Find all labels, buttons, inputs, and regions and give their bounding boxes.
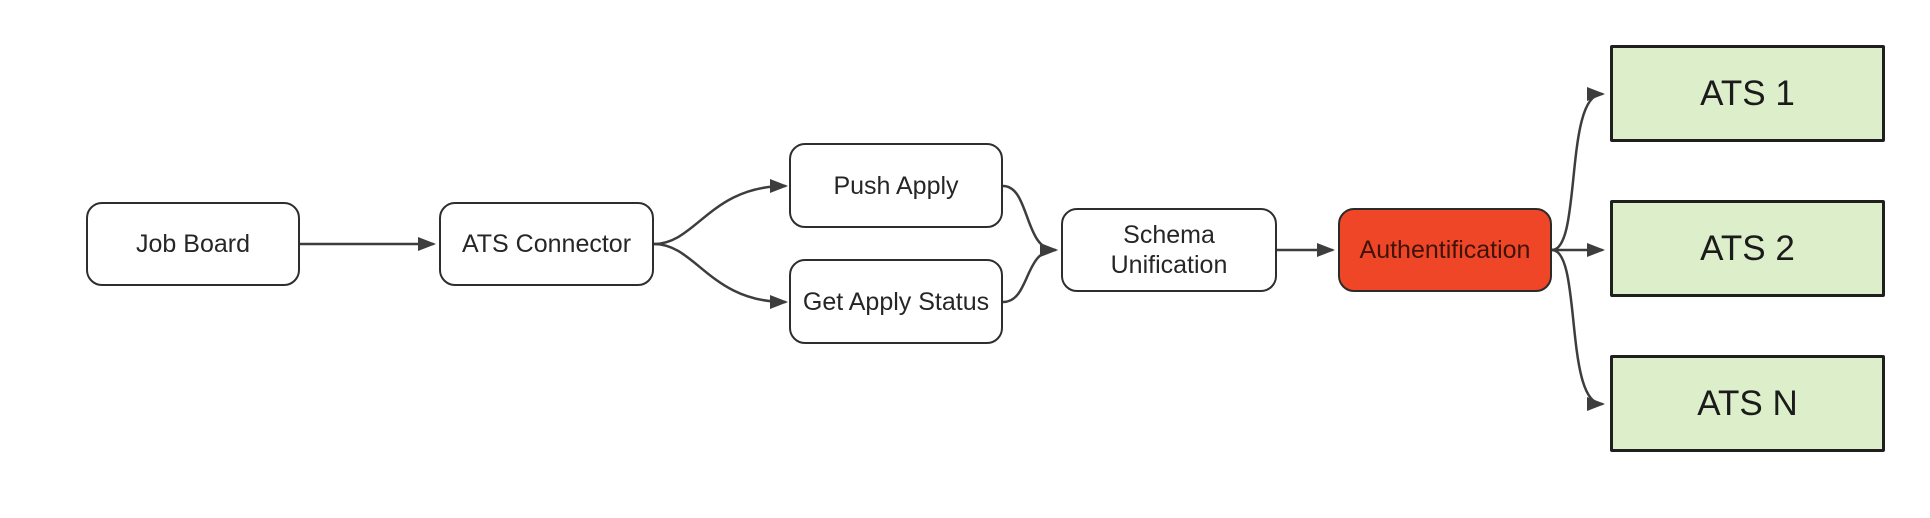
node-ats-2-label: ATS 2 xyxy=(1700,228,1795,268)
edge-ats-connector-to-push-apply xyxy=(652,179,788,246)
edge-authentification-to-ats1 xyxy=(1550,87,1605,252)
edge-ats-connector-to-get-apply-status xyxy=(652,242,788,309)
node-ats-n: ATS N xyxy=(1610,355,1885,452)
edge-push-apply-to-schema-unification xyxy=(1001,184,1058,257)
node-ats-n-label: ATS N xyxy=(1697,383,1798,423)
node-job-board: Job Board xyxy=(86,202,300,286)
node-schema-unification-label-line2: Unification xyxy=(1110,251,1228,279)
node-ats-1: ATS 1 xyxy=(1610,45,1885,142)
edge-get-apply-status-to-schema-unification xyxy=(1001,243,1058,304)
node-ats-2: ATS 2 xyxy=(1610,200,1885,297)
node-schema-unification: Schema Unification xyxy=(1061,208,1277,292)
node-get-apply-status-label: Get Apply Status xyxy=(802,287,990,316)
node-ats-1-label: ATS 1 xyxy=(1700,73,1795,113)
node-authentification: Authentification xyxy=(1338,208,1552,292)
node-ats-connector-label: ATS Connector xyxy=(461,230,632,258)
node-authentification-label: Authentification xyxy=(1359,236,1531,264)
node-schema-unification-label-line1: Schema xyxy=(1123,221,1215,249)
node-push-apply-label: Push Apply xyxy=(833,171,959,200)
node-push-apply: Push Apply xyxy=(789,143,1003,228)
node-ats-connector: ATS Connector xyxy=(439,202,654,286)
node-get-apply-status: Get Apply Status xyxy=(789,259,1003,344)
edge-authentification-to-atsn xyxy=(1550,248,1605,411)
node-job-board-label: Job Board xyxy=(136,230,250,258)
